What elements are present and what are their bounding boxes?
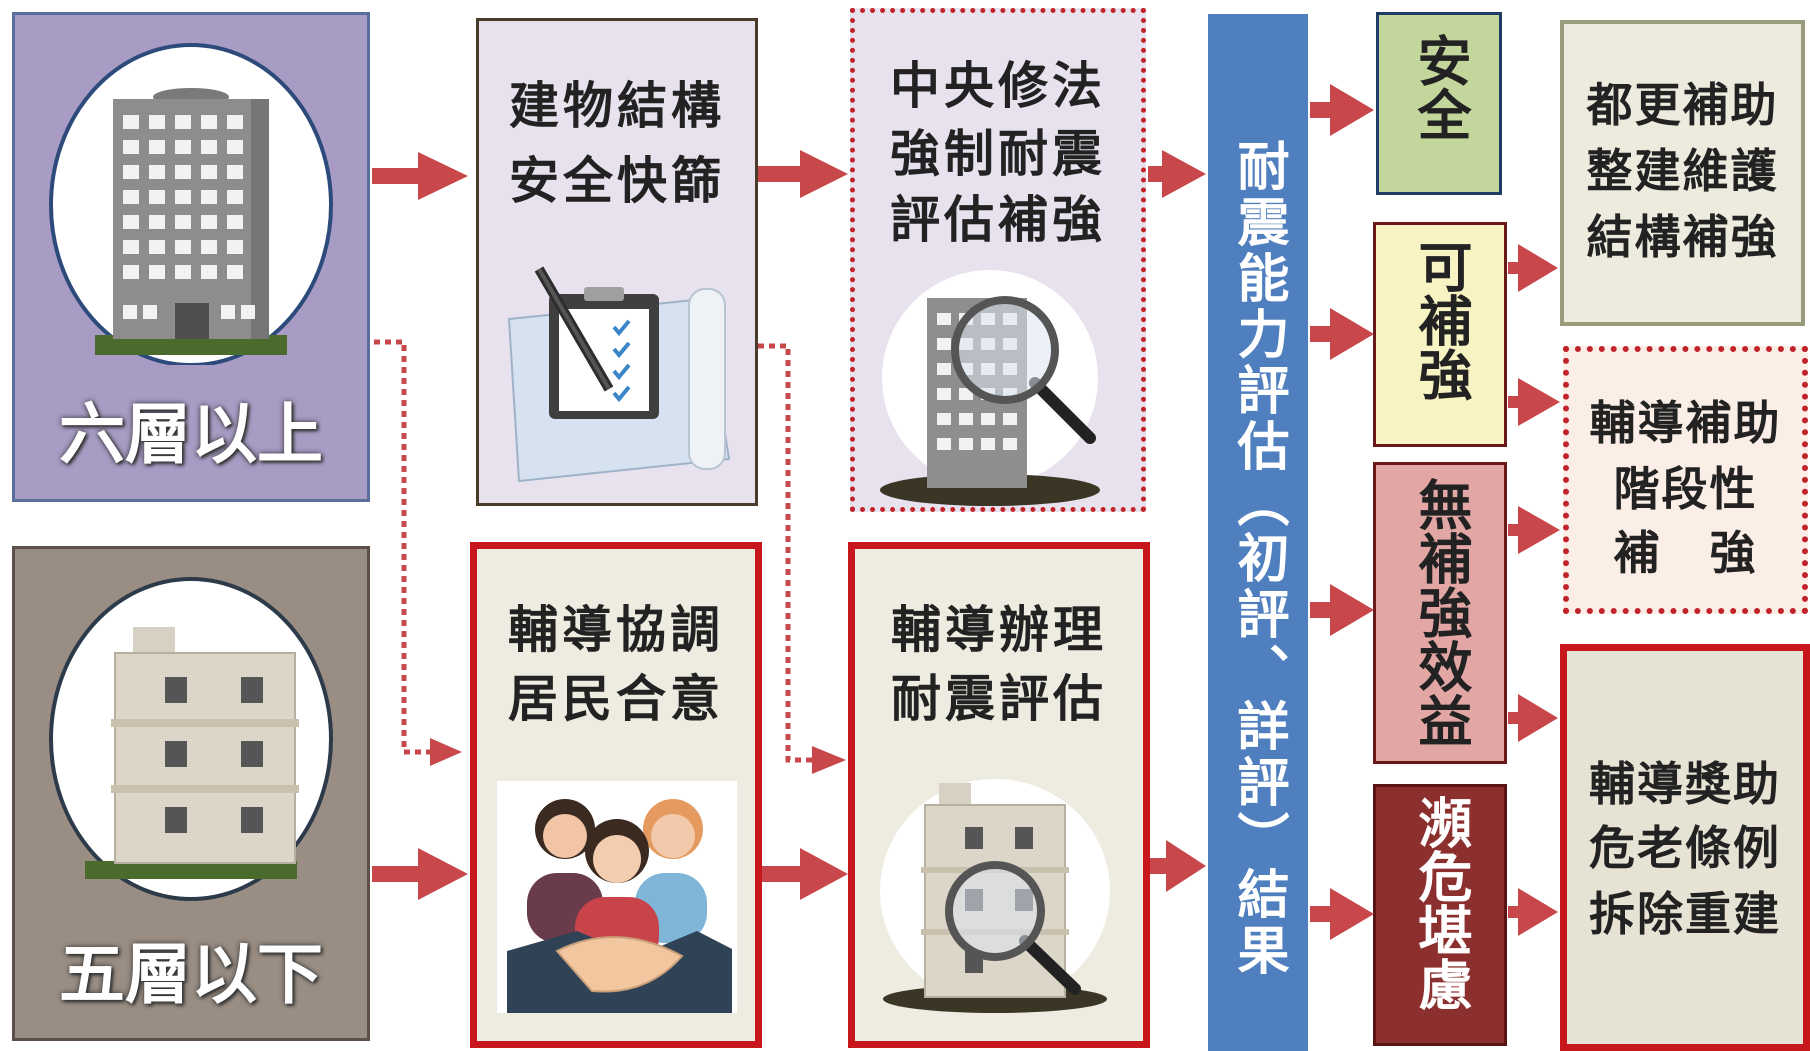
arrow-to-no-benefit bbox=[1310, 584, 1374, 636]
central-law-line-1: 中央修法 bbox=[890, 57, 1106, 115]
handle-eval-line-1: 輔導辦理 bbox=[891, 601, 1107, 659]
assessment-bar: 耐震能力評估（初評、詳評）結果 bbox=[1208, 14, 1308, 1051]
tall-building-icon bbox=[49, 43, 333, 365]
result-reinforceable-label: 可補強 bbox=[1409, 239, 1472, 401]
arrow-five-to-coordinate bbox=[372, 848, 468, 900]
dotted-arrowhead-coordinate bbox=[430, 738, 462, 766]
result-no-benefit-label: 無補強效益 bbox=[1409, 477, 1472, 747]
rebuild-line-2: 危老條例 bbox=[1589, 821, 1781, 875]
coordinate-line-1: 輔導協調 bbox=[508, 601, 724, 659]
result-no-benefit: 無補強效益 bbox=[1373, 462, 1507, 764]
result-dangerous: 瀕危堪慮 bbox=[1373, 784, 1507, 1046]
coordinate-line-2: 居民合意 bbox=[508, 670, 724, 728]
staged-line-3: 補 強 bbox=[1613, 526, 1758, 580]
quick-screen-line-2: 安全快篩 bbox=[509, 152, 725, 210]
rebuild-line-1: 輔導獎助 bbox=[1589, 757, 1781, 811]
urban-renewal-line-2: 整建維護 bbox=[1586, 144, 1779, 198]
arrow-to-dangerous bbox=[1310, 888, 1374, 940]
result-reinforceable: 可補強 bbox=[1373, 222, 1507, 447]
staged-line-1: 輔導補助 bbox=[1589, 396, 1782, 450]
arrow-eval-to-assessment bbox=[1150, 840, 1206, 892]
arrow-six-to-quickscreen bbox=[372, 152, 468, 200]
outcome-urban-renewal: 都更補助 整建維護 結構補強 bbox=[1560, 20, 1805, 326]
people-handshake-icon bbox=[497, 781, 737, 1013]
arrow-nobenefit-to-staged bbox=[1508, 506, 1560, 554]
arrow-reinforceable-to-staged bbox=[1508, 378, 1560, 426]
staged-line-2: 階段性 bbox=[1613, 462, 1758, 516]
rebuild-line-3: 拆除重建 bbox=[1589, 887, 1781, 941]
building-magnifier-icon bbox=[880, 270, 1100, 506]
result-dangerous-label: 瀕危堪慮 bbox=[1409, 795, 1472, 1011]
handle-eval-line-2: 耐震評估 bbox=[891, 670, 1107, 728]
dotted-quickscreen-to-eval bbox=[758, 343, 812, 763]
arrow-coordinate-to-eval bbox=[762, 848, 848, 900]
quick-screen-line-1: 建物結構 bbox=[509, 77, 725, 135]
central-law-line-2: 強制耐震 bbox=[890, 125, 1106, 183]
dotted-arrowhead-eval bbox=[812, 746, 846, 774]
assessment-label: 耐震能力評估（初評、詳評）結果 bbox=[1228, 139, 1288, 979]
five-floor-label: 五層以下 bbox=[59, 936, 323, 1013]
coordinate-box: 輔導協調 居民合意 bbox=[470, 542, 762, 1048]
outcome-rebuild: 輔導獎助 危老條例 拆除重建 bbox=[1560, 644, 1810, 1051]
five-floor-box: 五層以下 bbox=[12, 546, 370, 1041]
central-law-line-3: 評估補強 bbox=[890, 191, 1106, 249]
result-safe-label: 安全 bbox=[1408, 33, 1471, 141]
six-floor-label: 六層以上 bbox=[59, 396, 323, 473]
central-law-box: 中央修法 強制耐震 評估補強 bbox=[850, 8, 1146, 512]
low-building-magnifier-icon bbox=[880, 779, 1110, 1013]
arrow-dangerous-to-rebuild bbox=[1508, 888, 1558, 936]
clipboard-blueprint-icon bbox=[507, 266, 731, 483]
arrow-to-reinforceable bbox=[1310, 308, 1374, 360]
arrow-law-to-assessment bbox=[1148, 150, 1206, 198]
handle-eval-box: 輔導辦理 耐震評估 bbox=[848, 542, 1150, 1048]
result-safe: 安全 bbox=[1376, 12, 1502, 195]
outcome-staged: 輔導補助 階段性 補 強 bbox=[1563, 346, 1808, 614]
low-building-icon bbox=[49, 577, 333, 901]
dotted-six-to-coordinate bbox=[374, 339, 432, 755]
quick-screen-box: 建物結構 安全快篩 bbox=[476, 18, 758, 506]
arrow-reinforceable-to-renewal bbox=[1508, 244, 1558, 292]
six-floor-box: 六層以上 bbox=[12, 12, 370, 502]
arrow-nobenefit-to-rebuild bbox=[1508, 694, 1558, 742]
urban-renewal-line-3: 結構補強 bbox=[1586, 210, 1779, 264]
urban-renewal-line-1: 都更補助 bbox=[1586, 78, 1779, 132]
arrow-to-safe bbox=[1310, 84, 1374, 136]
arrow-quickscreen-to-law bbox=[758, 150, 848, 198]
